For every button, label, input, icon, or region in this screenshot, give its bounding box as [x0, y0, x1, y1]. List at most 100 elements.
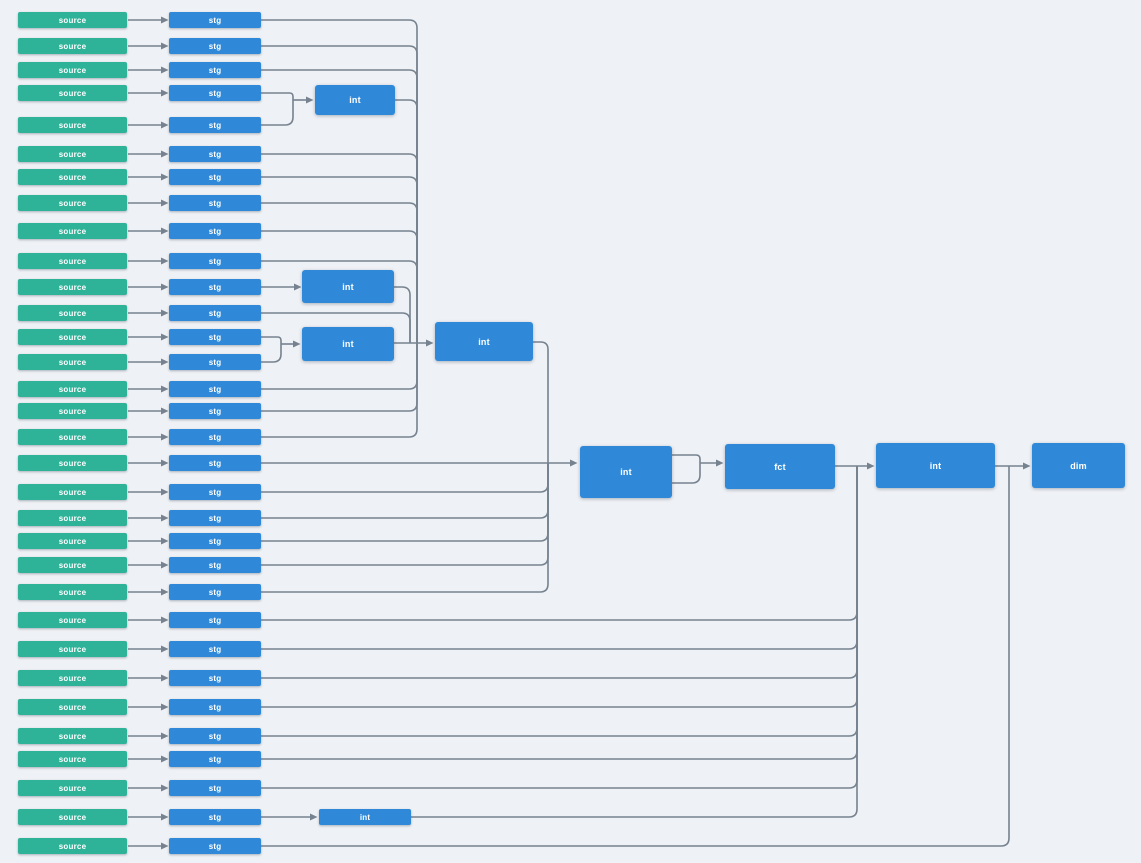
node-int[interactable]: int — [315, 85, 395, 115]
edge — [261, 176, 418, 343]
node-stg[interactable]: stg — [169, 584, 261, 600]
node-label: stg — [208, 88, 222, 98]
edge — [411, 466, 858, 818]
node-source[interactable]: source — [18, 641, 127, 657]
node-source[interactable]: source — [18, 699, 127, 715]
node-source[interactable]: source — [18, 85, 127, 101]
node-source[interactable]: source — [18, 429, 127, 445]
node-stg[interactable]: stg — [169, 533, 261, 549]
node-label: stg — [208, 731, 222, 741]
node-int[interactable]: int — [580, 446, 672, 498]
node-stg[interactable]: stg — [169, 381, 261, 397]
node-label: source — [58, 702, 87, 712]
node-label: source — [58, 88, 87, 98]
node-stg[interactable]: stg — [169, 780, 261, 796]
node-label: source — [58, 754, 87, 764]
node-dim[interactable]: dim — [1032, 443, 1125, 488]
node-stg[interactable]: stg — [169, 670, 261, 686]
node-stg[interactable]: stg — [169, 557, 261, 573]
node-stg[interactable]: stg — [169, 195, 261, 211]
edge — [672, 454, 701, 463]
node-stg[interactable]: stg — [169, 429, 261, 445]
node-source[interactable]: source — [18, 403, 127, 419]
node-label: source — [58, 149, 87, 159]
node-label: stg — [208, 357, 222, 367]
node-int[interactable]: int — [302, 327, 394, 361]
node-fct[interactable]: fct — [725, 444, 835, 489]
node-source[interactable]: source — [18, 117, 127, 133]
node-stg[interactable]: stg — [169, 403, 261, 419]
node-label: stg — [208, 487, 222, 497]
node-source[interactable]: source — [18, 809, 127, 825]
node-stg[interactable]: stg — [169, 809, 261, 825]
node-source[interactable]: source — [18, 62, 127, 78]
node-source[interactable]: source — [18, 728, 127, 744]
node-stg[interactable]: stg — [169, 223, 261, 239]
node-source[interactable]: source — [18, 38, 127, 54]
node-source[interactable]: source — [18, 584, 127, 600]
node-source[interactable]: source — [18, 381, 127, 397]
node-stg[interactable]: stg — [169, 12, 261, 28]
node-label: int — [929, 460, 942, 471]
node-source[interactable]: source — [18, 612, 127, 628]
node-source[interactable]: source — [18, 329, 127, 345]
node-label: source — [58, 841, 87, 851]
node-source[interactable]: source — [18, 279, 127, 295]
node-stg[interactable]: stg — [169, 169, 261, 185]
node-source[interactable]: source — [18, 223, 127, 239]
node-label: stg — [208, 536, 222, 546]
node-stg[interactable]: stg — [169, 728, 261, 744]
node-stg[interactable]: stg — [169, 279, 261, 295]
node-source[interactable]: source — [18, 12, 127, 28]
edge — [261, 45, 418, 343]
node-label: int — [620, 467, 632, 477]
node-source[interactable]: source — [18, 169, 127, 185]
node-source[interactable]: source — [18, 670, 127, 686]
node-stg[interactable]: stg — [169, 253, 261, 269]
node-stg[interactable]: stg — [169, 484, 261, 500]
edge — [394, 286, 411, 343]
node-int[interactable]: int — [435, 322, 533, 361]
node-stg[interactable]: stg — [169, 455, 261, 471]
node-source[interactable]: source — [18, 455, 127, 471]
node-source[interactable]: source — [18, 751, 127, 767]
node-stg[interactable]: stg — [169, 612, 261, 628]
node-source[interactable]: source — [18, 510, 127, 526]
node-stg[interactable]: stg — [169, 699, 261, 715]
node-source[interactable]: source — [18, 305, 127, 321]
node-stg[interactable]: stg — [169, 329, 261, 345]
node-stg[interactable]: stg — [169, 641, 261, 657]
node-source[interactable]: source — [18, 253, 127, 269]
node-stg[interactable]: stg — [169, 117, 261, 133]
node-stg[interactable]: stg — [169, 62, 261, 78]
node-label: source — [58, 357, 87, 367]
node-source[interactable]: source — [18, 533, 127, 549]
node-int[interactable]: int — [319, 809, 411, 825]
edge — [261, 466, 1010, 847]
node-label: source — [58, 731, 87, 741]
node-stg[interactable]: stg — [169, 146, 261, 162]
node-label: source — [58, 458, 87, 468]
node-label: int — [342, 339, 354, 349]
node-int[interactable]: int — [876, 443, 995, 488]
node-stg[interactable]: stg — [169, 85, 261, 101]
node-source[interactable]: source — [18, 195, 127, 211]
node-source[interactable]: source — [18, 557, 127, 573]
node-stg[interactable]: stg — [169, 838, 261, 854]
node-stg[interactable]: stg — [169, 38, 261, 54]
node-source[interactable]: source — [18, 838, 127, 854]
node-stg[interactable]: stg — [169, 510, 261, 526]
node-source[interactable]: source — [18, 484, 127, 500]
node-int[interactable]: int — [302, 270, 394, 303]
node-source[interactable]: source — [18, 354, 127, 370]
node-label: source — [58, 587, 87, 597]
node-stg[interactable]: stg — [169, 354, 261, 370]
node-source[interactable]: source — [18, 146, 127, 162]
node-source[interactable]: source — [18, 780, 127, 796]
node-stg[interactable]: stg — [169, 751, 261, 767]
node-stg[interactable]: stg — [169, 305, 261, 321]
edge — [395, 99, 418, 343]
node-label: stg — [208, 432, 222, 442]
node-label: stg — [208, 673, 222, 683]
